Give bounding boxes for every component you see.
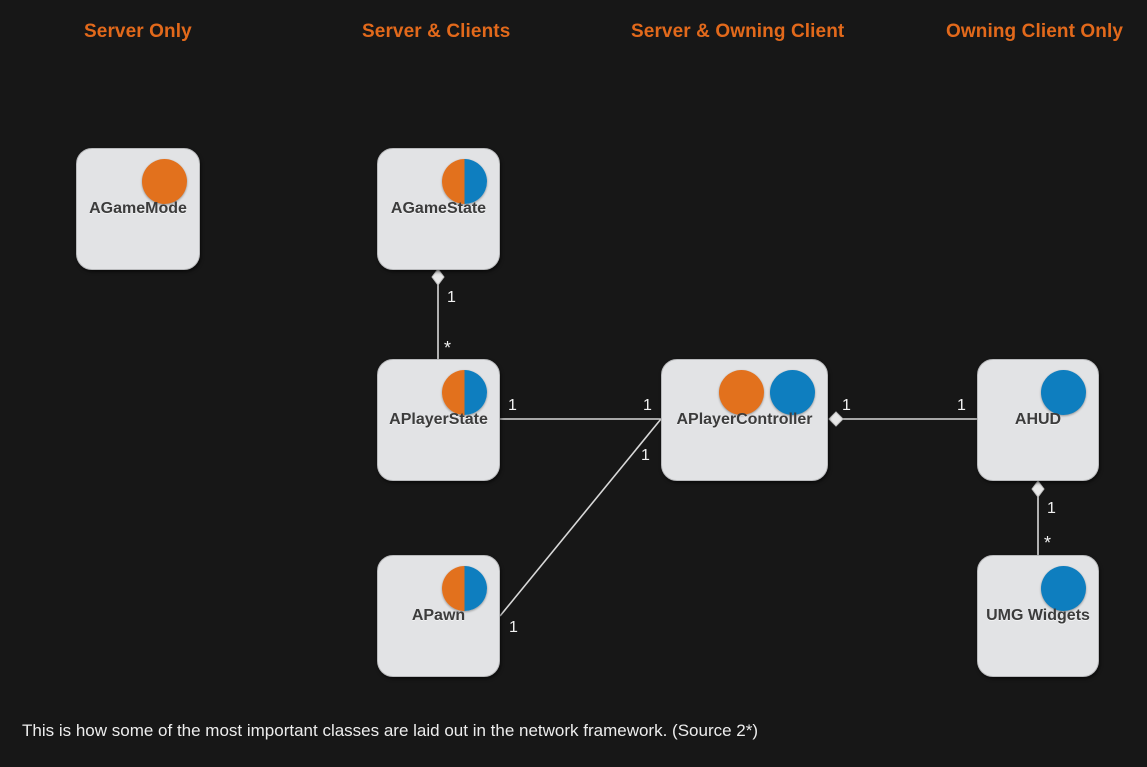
badge-group [719, 370, 815, 415]
owning-client-only-dot-icon [1041, 370, 1086, 415]
column-header-server-only: Server Only [84, 21, 192, 42]
mult-hud-umgwidgets-from: 1 [1047, 500, 1056, 517]
owning-client-dot-icon [770, 370, 815, 415]
node-agamemode[interactable]: AGameMode [76, 148, 200, 270]
node-label-aplayerstate: APlayerState [389, 411, 488, 428]
badge-group [1041, 370, 1086, 415]
aggregation-diamond-gamestate [431, 268, 445, 286]
badge-group [442, 566, 487, 611]
node-label-umgwidgets: UMG Widgets [986, 607, 1090, 624]
mult-hud-umgwidgets-to: * [1044, 533, 1052, 553]
badge-group [442, 159, 487, 204]
server-and-clients-dot-icon [442, 566, 487, 611]
mult-gamestate-playerstate-from: 1 [447, 289, 456, 306]
mult-playerstate-controller-from: 1 [508, 397, 517, 414]
mult-pawn-controller-to: 1 [641, 447, 650, 464]
aggregation-diamond-hud [1031, 480, 1045, 498]
server-and-clients-dot-icon [442, 159, 487, 204]
mult-gamestate-playerstate-to: * [444, 338, 452, 358]
node-apawn[interactable]: APawn [377, 555, 500, 677]
aggregation-diamond-controller [828, 411, 844, 427]
node-aplayerstate[interactable]: APlayerState [377, 359, 500, 481]
badge-group [1041, 566, 1086, 611]
server-only-dot-icon [142, 159, 187, 204]
node-label-agamestate: AGameState [390, 200, 487, 217]
owning-client-only-dot-icon [1041, 566, 1086, 611]
node-label-aplayercontroller: APlayerController [676, 411, 813, 428]
node-aplayercontroller[interactable]: APlayerController [661, 359, 828, 481]
diagram-caption: This is how some of the most important c… [22, 721, 759, 740]
mult-playerstate-controller-to: 1 [643, 397, 652, 414]
server-dot-icon [719, 370, 764, 415]
edge-pawn-controller [499, 418, 662, 617]
node-umgwidgets[interactable]: UMG Widgets [977, 555, 1099, 677]
mult-pawn-controller-from: 1 [509, 619, 518, 636]
node-ahud[interactable]: AHUD [977, 359, 1099, 481]
badge-group [142, 159, 187, 204]
server-and-clients-dot-icon [442, 370, 487, 415]
node-agamestate[interactable]: AGameState [377, 148, 500, 270]
node-label-apawn: APawn [411, 607, 466, 624]
node-label-agamemode: AGameMode [89, 200, 187, 217]
badge-group [442, 370, 487, 415]
column-header-server-and-clients: Server & Clients [362, 21, 511, 42]
column-header-server-owning-client: Server & Owning Client [631, 21, 845, 42]
mult-controller-hud-from: 1 [842, 397, 851, 414]
mult-controller-hud-to: 1 [957, 397, 966, 414]
node-label-ahud: AHUD [1014, 411, 1062, 428]
column-header-owning-client-only: Owning Client Only [946, 21, 1124, 42]
